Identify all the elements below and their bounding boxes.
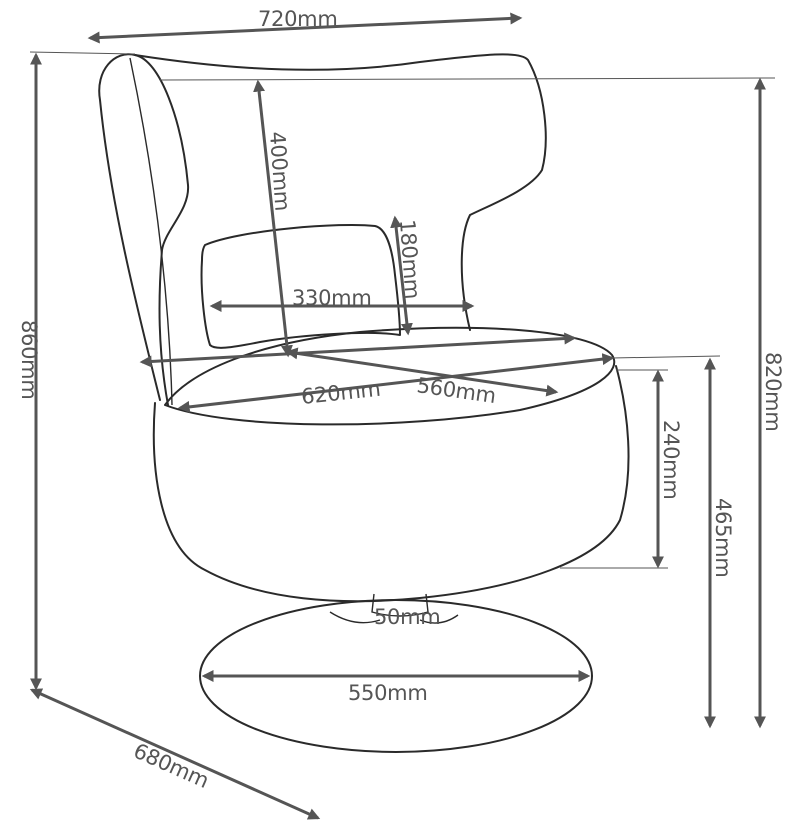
swivel-column [371,593,429,617]
label-cushion-height: 180mm [395,219,424,300]
chair-back [98,53,190,406]
dim-seat-width [177,353,615,413]
label-column-diameter: 50mm [374,605,440,629]
dim-overall-width [87,12,523,44]
label-overall-width: 720mm [258,7,338,31]
back-top-and-right-wing [134,53,547,331]
label-depth: 680mm [130,739,212,793]
seat-drum [152,365,630,603]
chair-outline [98,53,630,753]
dim-seat-front-width [139,332,577,368]
label-back-height: 820mm [761,352,785,432]
dim-depth [29,688,321,820]
label-base-diameter: 550mm [348,681,428,705]
swivel-lines [329,611,459,624]
dimension-labels: 720mm 860mm 680mm 820mm 465mm 240mm 400m… [17,7,785,793]
ext-top-left [29,51,136,55]
ext-top-right [159,77,776,81]
label-overall-height: 860mm [17,320,41,400]
dim-seat-depth [285,347,559,397]
seat-top [164,326,616,426]
label-cushion-width: 330mm [292,286,372,310]
dim-cushion-height [390,215,413,336]
label-seat-depth: 560mm [415,373,497,408]
label-seat-height: 465mm [711,498,735,578]
back-inner-line [129,57,173,406]
label-seat-base-height: 240mm [659,420,683,500]
dim-back-rest-height [253,79,293,358]
dimension-lines [29,12,776,820]
label-seat-width: 620mm [300,377,382,409]
ext-seat-top [611,355,721,359]
label-back-rest-height: 400mm [265,131,294,212]
